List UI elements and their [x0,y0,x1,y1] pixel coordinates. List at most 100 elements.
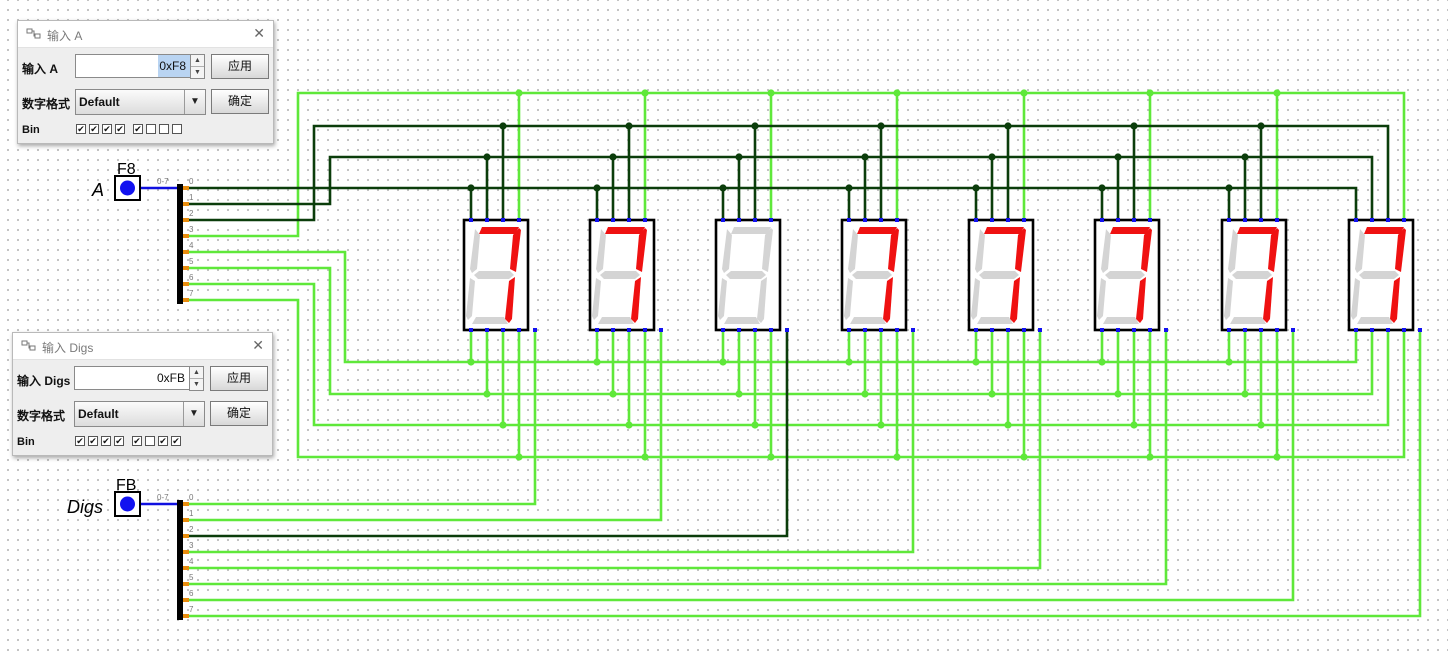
close-icon[interactable]: ✕ [253,25,265,41]
input-a-ok-button[interactable]: 确定 [211,89,269,114]
spinner-up-icon[interactable]: ▲ [191,55,204,67]
input-pin-digs[interactable] [114,491,141,517]
splitter-port [183,502,189,506]
display-pin [1291,328,1295,332]
segment-d [724,317,760,324]
display-pin [1370,218,1374,222]
segment-d [472,317,508,324]
input-digs-value-field[interactable] [74,366,190,390]
wire-junction [1257,421,1265,429]
wire-junction [845,184,853,192]
bit-checkbox-3[interactable]: ✔ [114,436,124,446]
splitter-bit-label: 6 [189,273,194,282]
wire-junction [751,122,759,130]
bus-digs-bit-6 [184,328,1295,602]
splitter-port [183,282,189,286]
input-a-bin-label: Bin [22,124,40,136]
segment-a [857,227,897,234]
bit-checkbox-7[interactable] [172,124,182,134]
display-pin [1386,218,1390,222]
input-a-dialog-titlebar[interactable]: 输入 A ✕ [18,21,273,48]
bit-checkbox-2[interactable]: ✔ [102,124,112,134]
spinner-down-icon[interactable]: ▼ [194,69,201,76]
circuit-app-icon [21,340,36,351]
input-digs-value-input[interactable] [75,367,189,389]
wire-junction [483,153,491,161]
wire-junction [1273,89,1281,97]
segment-c [1010,277,1020,323]
splitter-port [183,566,189,570]
display-pin [1243,328,1247,332]
display-pin [627,218,631,222]
wire-junction [609,153,617,161]
segment-c [631,277,641,323]
input-digs-apply-button[interactable]: 应用 [210,366,268,391]
wire-junction [767,89,775,97]
segment-g [474,271,514,279]
input-a-value-field[interactable] [75,54,191,78]
display-pin [1243,218,1247,222]
bit-checkbox-2[interactable]: ✔ [101,436,111,446]
input-digs-format-select[interactable]: Default ▼ [74,401,205,427]
display-pin [643,218,647,222]
input-digs-ok-button[interactable]: 确定 [210,401,268,426]
close-icon[interactable]: ✕ [252,337,264,353]
splitter-bit-label: 2 [189,525,194,534]
bit-checkbox-1[interactable]: ✔ [89,124,99,134]
bit-checkbox-4[interactable]: ✔ [132,436,142,446]
input-a-value-input[interactable] [76,55,190,77]
display-pin [863,328,867,332]
display-pin [485,328,489,332]
splitter-port [183,298,189,302]
bit-checkbox-4[interactable]: ✔ [133,124,143,134]
bit-checkbox-1[interactable]: ✔ [88,436,98,446]
spinner-up-icon[interactable]: ▲ [190,367,203,379]
display-pin [1275,328,1279,332]
bit-checkbox-6[interactable] [159,124,169,134]
segment-d [598,317,634,324]
seven-segment-display [1220,218,1295,332]
bit-checkbox-6[interactable]: ✔ [158,436,168,446]
display-pin [1354,328,1358,332]
display-pin [737,218,741,222]
segment-f [975,229,985,273]
input-digs-dialog: 输入 Digs ✕ 输入 Digs ▲ ▼ 应用 数字格式 Default ▼ … [12,332,273,456]
bit-checkbox-0[interactable]: ✔ [75,436,85,446]
chevron-down-icon[interactable]: ▼ [184,90,205,114]
display-pin [847,328,851,332]
wire-junction [593,184,601,192]
wire-junction [625,122,633,130]
display-pin [1386,328,1390,332]
splitter-port [183,186,189,190]
seven-segment-display [714,218,789,332]
pin-a-state-dot[interactable] [120,180,135,196]
display-pin [611,328,615,332]
input-a-spinner[interactable]: ▲ ▼ [190,54,205,79]
splitter-port [183,266,189,270]
segment-b [1141,228,1152,272]
bit-checkbox-3[interactable]: ✔ [115,124,125,134]
display-pin [1022,218,1026,222]
bit-checkbox-5[interactable] [146,124,156,134]
display-pin [501,218,505,222]
bit-checkbox-0[interactable]: ✔ [76,124,86,134]
bus-digs-bit-4 [184,328,1042,570]
input-a-format-select[interactable]: Default ▼ [75,89,206,115]
input-digs-spinner[interactable]: ▲ ▼ [189,366,204,391]
chevron-down-icon[interactable]: ▼ [183,402,204,426]
segment-b [1015,228,1026,272]
bit-checkbox-7[interactable]: ✔ [171,436,181,446]
wire-junction [972,358,980,366]
bus-digs-bit-5 [184,328,1168,586]
input-a-apply-button[interactable]: 应用 [211,54,269,79]
splitter-bit-label: 6 [189,589,194,598]
input-digs-dialog-titlebar[interactable]: 输入 Digs ✕ [13,333,272,360]
segment-g [726,271,766,279]
segment-c [1263,277,1273,323]
pin-digs-state-dot[interactable] [120,496,135,512]
input-pin-a[interactable] [114,175,141,201]
display-pin [643,328,647,332]
segment-b [1395,228,1406,272]
spinner-down-icon[interactable]: ▼ [193,381,200,388]
bit-checkbox-5[interactable] [145,436,155,446]
